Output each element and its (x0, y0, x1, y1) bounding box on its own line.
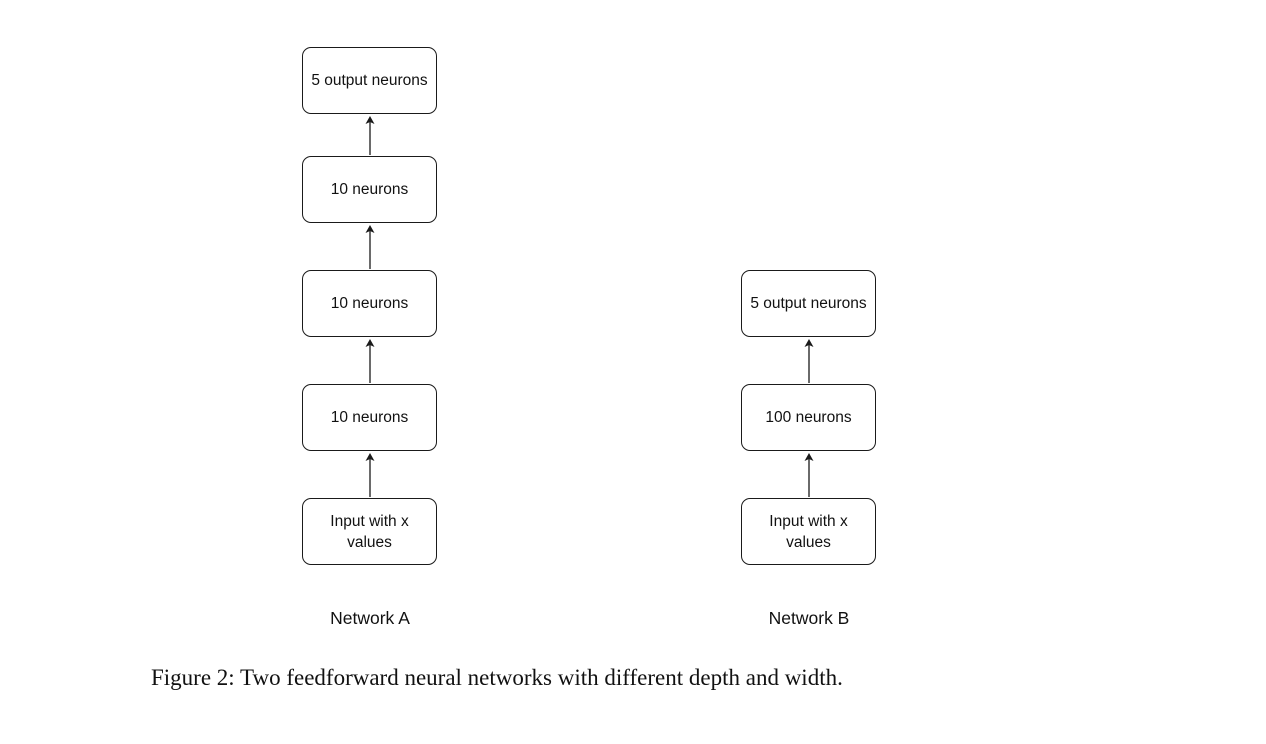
layer-label: 5 output neurons (750, 295, 867, 312)
network-b-hidden-layer: 100 neurons (741, 384, 876, 451)
network-b-label: Network B (768, 608, 850, 628)
network-b-output-layer: 5 output neurons (741, 270, 876, 337)
layer-label: Input with x values (330, 512, 409, 551)
arrow-icon (364, 224, 376, 269)
arrow-icon (364, 338, 376, 383)
layer-label: 5 output neurons (311, 72, 428, 89)
arrow-icon (364, 452, 376, 497)
arrow-icon (803, 338, 815, 383)
network-a-hidden-layer-3: 10 neurons (302, 156, 437, 223)
network-a-hidden-layer-1: 10 neurons (302, 384, 437, 451)
network-a-output-layer: 5 output neurons (302, 47, 437, 114)
layer-label: 10 neurons (330, 295, 409, 312)
figure-caption: Figure 2: Two feedforward neural network… (151, 665, 843, 690)
network-a-label: Network A (330, 608, 410, 628)
arrow-icon (803, 452, 815, 497)
network-a-input-layer: Input with x values (302, 498, 437, 565)
network-b-input-layer: Input with x values (741, 498, 876, 565)
layer-label: 100 neurons (765, 409, 852, 426)
layer-label: 10 neurons (330, 181, 409, 198)
arrow-icon (364, 115, 376, 155)
network-a-hidden-layer-2: 10 neurons (302, 270, 437, 337)
layer-label: Input with x values (769, 512, 848, 551)
layer-label: 10 neurons (330, 409, 409, 426)
